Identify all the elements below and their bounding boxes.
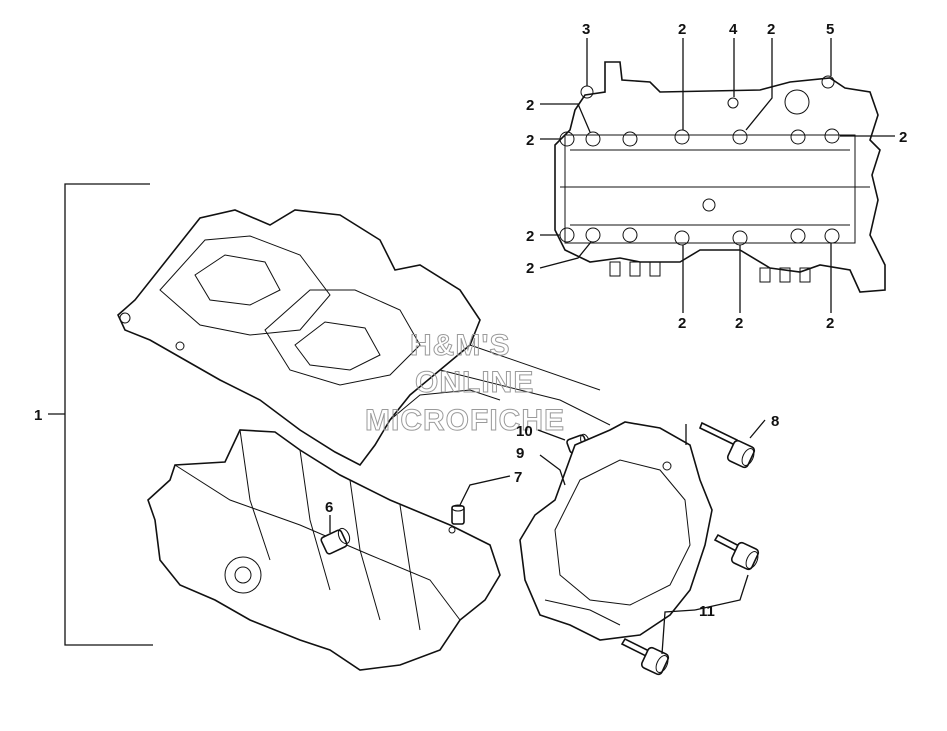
dowel-pin-6	[320, 527, 351, 555]
callout-2-left-b: 2	[526, 132, 534, 149]
callout-2-left-c: 2	[526, 228, 534, 245]
callout-2-right: 2	[899, 129, 907, 146]
lower-crankcase	[147, 429, 501, 671]
callout-9: 9	[516, 445, 524, 462]
crankcase-top-view	[554, 61, 886, 293]
bolt-8	[698, 421, 756, 469]
callout-2-top-a: 2	[678, 21, 686, 38]
callout-1: 1	[34, 407, 42, 424]
bolt-11-lower	[620, 637, 670, 676]
watermark: H&M'S ONLINE MICROFICHE	[365, 329, 565, 438]
callout-5: 5	[826, 21, 834, 38]
studs-bottom	[609, 261, 811, 283]
callout-2-left-d: 2	[526, 260, 534, 277]
housing-9	[519, 421, 713, 641]
upper-crankcase	[117, 209, 611, 467]
callout-10: 10	[516, 423, 533, 440]
callout-2-top-b: 2	[767, 21, 775, 38]
bolt-11-upper	[713, 533, 760, 571]
callout-2-left-a: 2	[526, 97, 534, 114]
callout-2-bottom-c: 2	[826, 315, 834, 332]
callout-3: 3	[582, 21, 590, 38]
callout-4: 4	[729, 21, 738, 38]
dowel-pin-7	[451, 504, 465, 525]
callout-11: 11	[699, 603, 715, 620]
callout-6: 6	[325, 499, 333, 516]
callout-8: 8	[771, 413, 779, 430]
callout-7: 7	[514, 469, 522, 486]
watermark-line-3: MICROFICHE	[365, 404, 565, 437]
watermark-line-2: ONLINE	[415, 366, 534, 399]
callout-2-bottom-a: 2	[678, 315, 686, 332]
leader-lines	[48, 38, 895, 655]
watermark-line-1: H&M'S	[410, 329, 510, 362]
callout-labels: 1 3 2 4 2 5 2 2 2 2 2 2 2 2 6 7 8 9 10 1…	[34, 21, 907, 620]
callout-2-bottom-b: 2	[735, 315, 743, 332]
